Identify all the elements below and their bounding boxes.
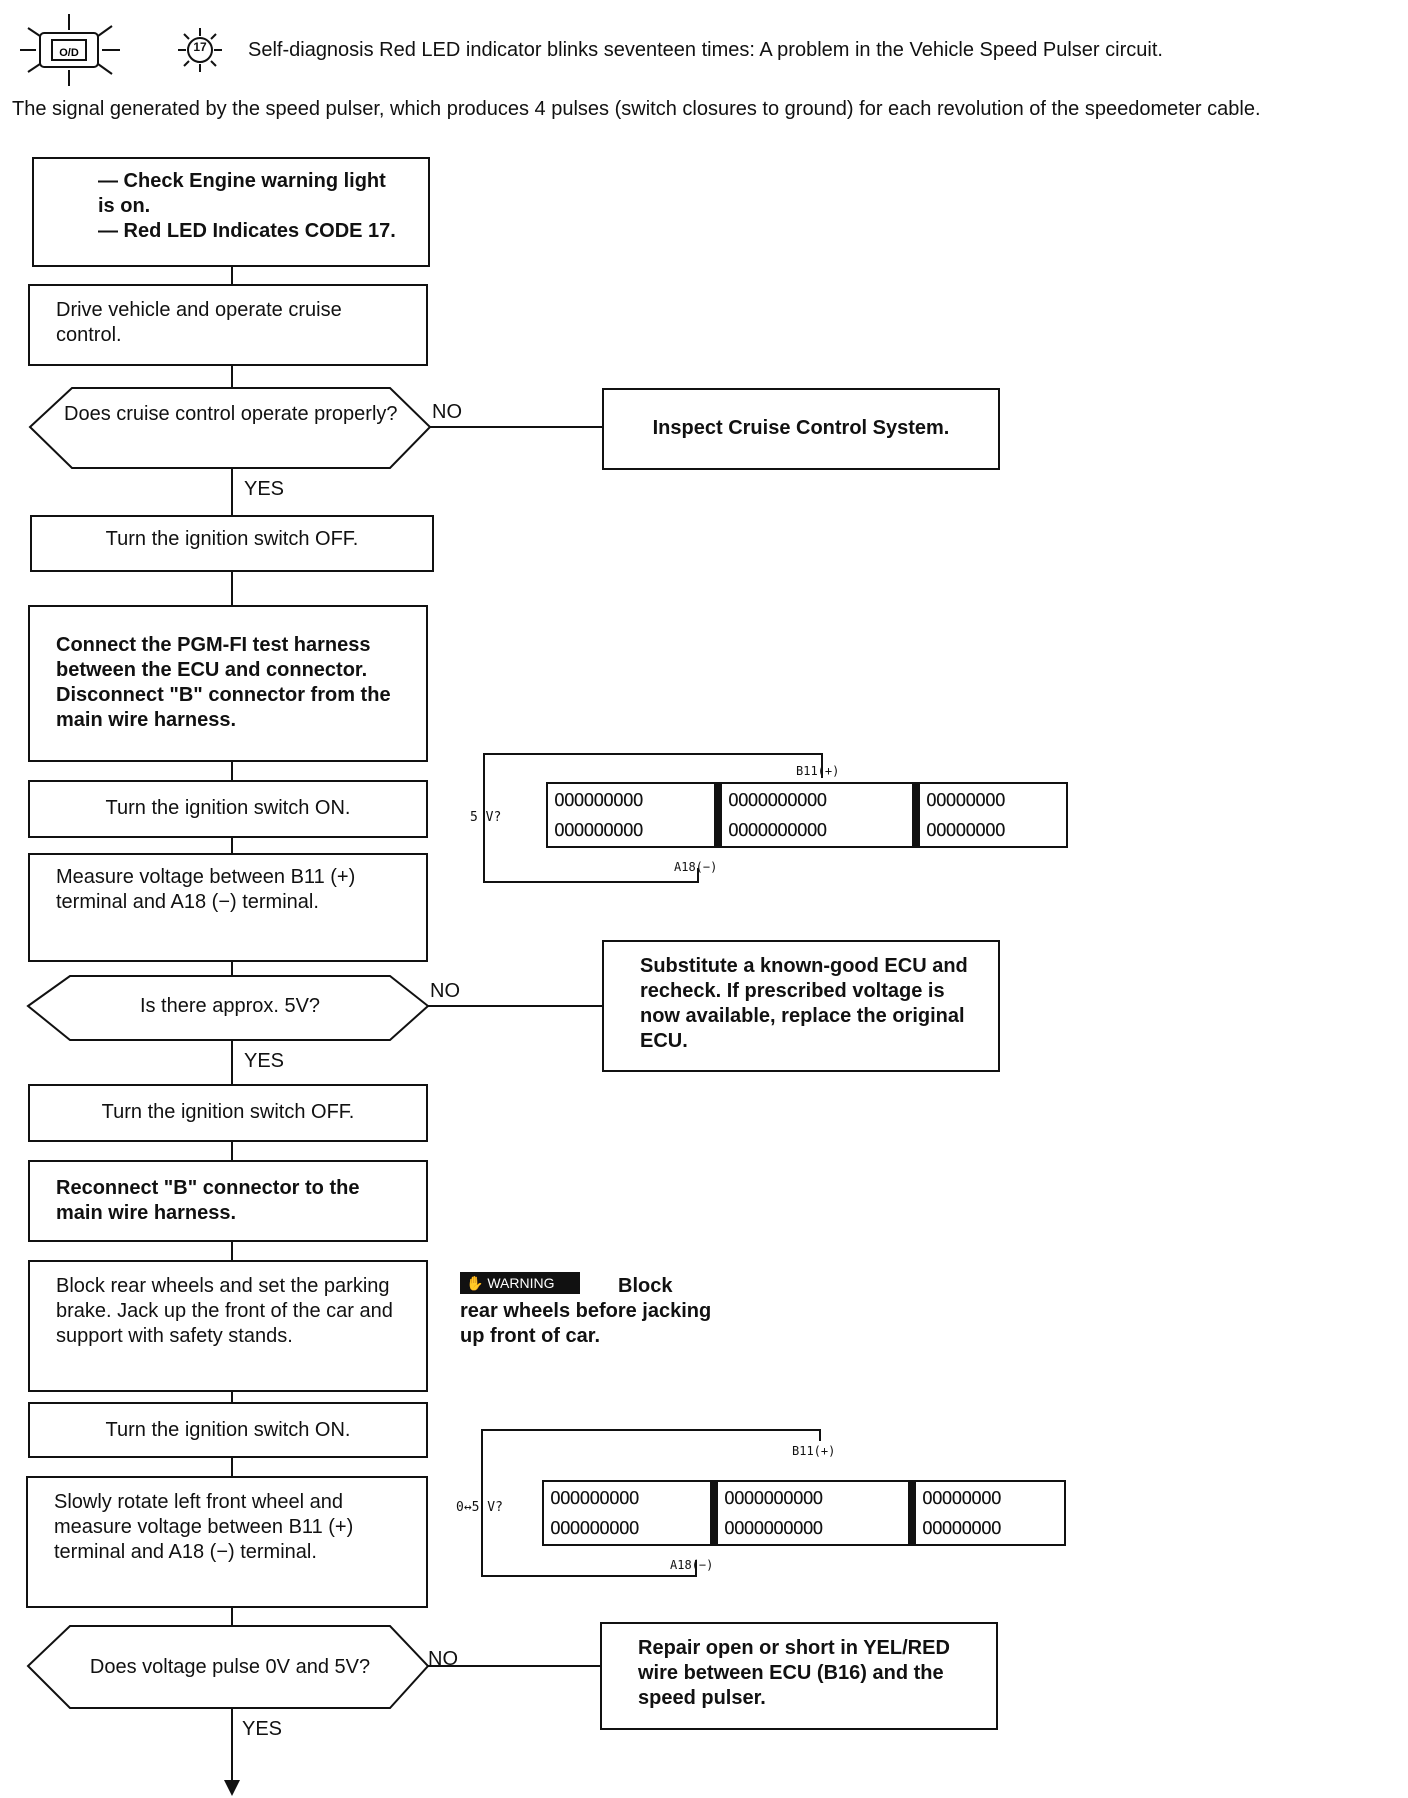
q2-no-label: NO	[430, 980, 460, 1002]
warning-text-1: Block	[618, 1275, 673, 1297]
q1-no-action-box: Inspect Cruise Control System.	[602, 388, 1000, 470]
warning-badge: ✋ WARNING	[460, 1272, 580, 1294]
measure-1-box: Measure voltage between B11 (+) terminal…	[28, 853, 428, 962]
warning-hand-icon: ✋	[466, 1275, 488, 1291]
connector-1-neg-label: A18(−)	[674, 860, 718, 874]
decision-shape-1	[28, 387, 432, 469]
q1-no-label: NO	[432, 401, 462, 423]
intro-text: Self-diagnosis Red LED indicator blinks …	[248, 39, 1163, 61]
q2-no-action-box: Substitute a known-good ECU and recheck.…	[602, 940, 1000, 1072]
q2-text: Is there approx. 5V?	[139, 995, 321, 1017]
code-number: 17	[193, 40, 207, 54]
connect-harness-box: Connect the PGM-FI test harness between …	[28, 605, 428, 762]
connector-1-pos-label: B11(+)	[796, 764, 840, 778]
connector-1-body: OOOOOOOOO OOOOOOOOO OOOOOOOOOO OOOOOOOOO…	[546, 782, 1068, 848]
connector-2-voltage-label: 0↔5 V?	[456, 1500, 503, 1515]
connector-diagram-2: 0↔5 V? B11(+) A18(−) OOOOOOOOO OOOOOOOOO…	[456, 1440, 1068, 1576]
connector-2-section-c: OOOOOOOO OOOOOOOO	[922, 1488, 1002, 1539]
connector-diagram-1: 5 V? B11(+) A18(−) OOOOOOOOO OOOOOOOOO O…	[460, 760, 1070, 880]
decision-shape-3	[26, 1625, 430, 1709]
ign-off-2-box: Turn the ignition switch OFF.	[28, 1084, 428, 1142]
q3-no-action-box: Repair open or short in YEL/RED wire bet…	[600, 1622, 998, 1730]
start-line-2: — Red LED Indicates CODE 17.	[98, 220, 396, 242]
q1-yes-label: YES	[244, 478, 285, 500]
rotate-measure-box: Slowly rotate left front wheel and measu…	[26, 1476, 428, 1608]
q1-text: Does cruise control operate properly?	[64, 403, 398, 425]
connector-1-voltage-label: 5 V?	[470, 810, 502, 825]
connector-2-neg-label: A18(−)	[670, 1558, 714, 1572]
connector-2-section-a: OOOOOOOOO OOOOOOOOO	[550, 1488, 640, 1539]
connector-2-section-b: OOOOOOOOOO OOOOOOOOOO	[724, 1488, 823, 1539]
description-text: The signal generated by the speed pulser…	[12, 98, 1261, 120]
ign-off-1-box: Turn the ignition switch OFF.	[30, 515, 434, 572]
warning-text-2: rear wheels before jacking up front of c…	[460, 1300, 712, 1347]
connector-2-body: OOOOOOOOO OOOOOOOOO OOOOOOOOOO OOOOOOOOO…	[542, 1480, 1066, 1546]
connector-1-section-c: OOOOOOOO OOOOOOOO	[926, 790, 1006, 841]
reconnect-box: Reconnect "B" connector to the main wire…	[28, 1160, 428, 1242]
q3-yes-label: YES	[242, 1718, 283, 1740]
start-line-1: — Check Engine warning light is on.	[98, 170, 386, 217]
ign-on-1-box: Turn the ignition switch ON.	[28, 780, 428, 838]
svg-text:O/D: O/D	[59, 47, 79, 59]
drive-box: Drive vehicle and operate cruise control…	[28, 284, 428, 366]
check-engine-led-icon	[20, 14, 120, 86]
warning-badge-label: WARNING	[487, 1275, 555, 1291]
decision-shape-2	[26, 975, 430, 1041]
connector-1-section-b: OOOOOOOOOO OOOOOOOOOO	[728, 790, 827, 841]
start-box: — Check Engine warning light is on. — Re…	[32, 157, 430, 267]
block-wheels-box: Block rear wheels and set the parking br…	[28, 1260, 428, 1392]
q3-text: Does voltage pulse 0V and 5V?	[89, 1656, 371, 1678]
q3-no-label: NO	[428, 1648, 458, 1670]
ign-on-2-box: Turn the ignition switch ON.	[28, 1402, 428, 1458]
connector-2-pos-label: B11(+)	[792, 1444, 836, 1458]
connector-1-section-a: OOOOOOOOO OOOOOOOOO	[554, 790, 644, 841]
q2-yes-label: YES	[244, 1050, 285, 1072]
